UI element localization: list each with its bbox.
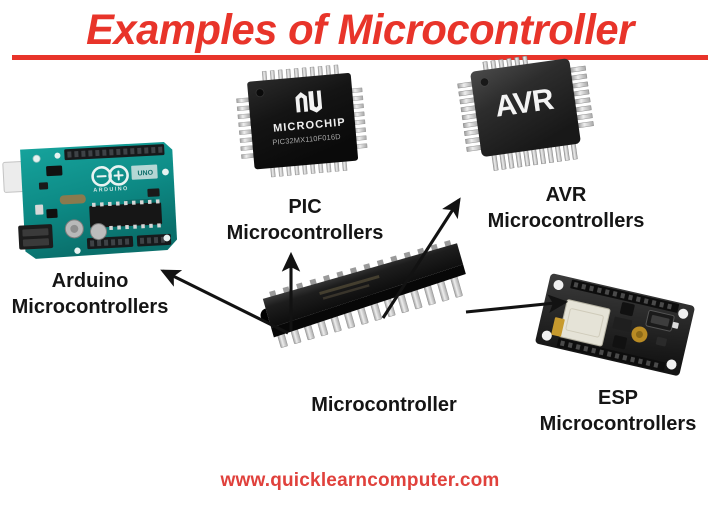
label-avr-line1: AVR [545, 184, 587, 206]
label-center-text: Microcontroller [311, 394, 457, 416]
avr-qfp-chip: AVR [457, 55, 594, 171]
arduino-uno-board: ARDUINO UNO [2, 142, 178, 259]
label-esp-line1: ESP [597, 387, 639, 409]
esp-antenna-icon [551, 317, 565, 337]
pic-qfp-chip: MICROCHIP PIC32MX110F016D [236, 64, 368, 178]
arduino-logo-icon [91, 165, 129, 187]
label-center-microcontroller: Microcontroller [264, 392, 504, 418]
label-arduino-line2: Microcontrollers [11, 296, 169, 318]
label-arduino-line1: Arduino [51, 270, 129, 292]
avr-brand-text: AVR [493, 83, 556, 124]
microchip-logo-icon [295, 90, 323, 113]
label-avr-line2: Microcontrollers [487, 210, 645, 232]
arrow-to-avr [381, 197, 461, 319]
label-esp: ESP Microcontrollers [516, 385, 720, 437]
label-pic-line1: PIC [288, 196, 322, 218]
page-title: Examples of Microcontroller [86, 6, 634, 54]
arrow-to-esp [465, 294, 569, 314]
arrow-to-arduino [160, 269, 289, 335]
esp-nodemcu-board [535, 273, 695, 376]
footer-url: www.quicklearncomputer.com [220, 470, 500, 491]
label-arduino: Arduino Microcontrollers [0, 268, 198, 320]
label-pic-line2: Microcontrollers [226, 222, 384, 244]
svg-text:UNO: UNO [137, 170, 153, 178]
svg-text:ARDUINO: ARDUINO [93, 186, 129, 194]
label-esp-line2: Microcontrollers [539, 413, 697, 435]
center-dip-microcontroller [260, 240, 466, 348]
label-avr: AVR Microcontrollers [466, 182, 666, 234]
title-underline [12, 55, 708, 60]
label-pic: PIC Microcontrollers [205, 194, 405, 246]
